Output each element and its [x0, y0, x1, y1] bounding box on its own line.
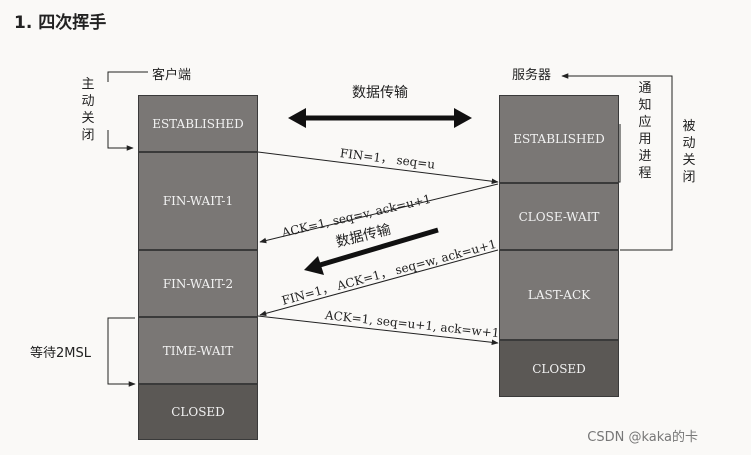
client-state-closed: CLOSED	[138, 384, 258, 440]
client-close-label: 主动关闭	[81, 77, 95, 143]
fin1-arrow	[257, 151, 499, 184]
fin2-arrow	[259, 249, 499, 317]
client-state-established: ESTABLISHED	[138, 95, 258, 152]
server-close-bracket	[561, 73, 673, 251]
client-title: 客户端	[152, 68, 192, 83]
client-state-time-wait: TIME-WAIT	[138, 317, 258, 384]
data-transfer-top-label: 数据传输	[352, 85, 408, 101]
section-heading: 1. 四次挥手	[14, 13, 107, 33]
ack2-arrow	[257, 315, 499, 346]
data-transfer-arrow-mid	[304, 227, 439, 275]
client-close-bracket	[107, 71, 148, 82]
wait-2msl-label: 等待2MSL	[30, 346, 91, 361]
client-state-fin-wait-1: FIN-WAIT-1	[138, 152, 258, 250]
server-state-closed: CLOSED	[499, 340, 619, 397]
ack1-arrow	[259, 183, 499, 244]
watermark: CSDN @kaka的卡	[587, 430, 698, 445]
server-state-close-wait: CLOSE-WAIT	[499, 183, 619, 250]
client-state-fin-wait-2: FIN-WAIT-2	[138, 250, 258, 317]
server-state-established: ESTABLISHED	[499, 95, 619, 183]
wait-bracket	[107, 317, 136, 387]
server-close-label: 被动关闭	[682, 119, 696, 185]
notify-label: 通知应用进程	[638, 81, 652, 181]
server-title: 服务器	[512, 68, 552, 83]
data-transfer-double-arrow	[288, 108, 472, 128]
server-state-last-ack: LAST-ACK	[499, 250, 619, 340]
